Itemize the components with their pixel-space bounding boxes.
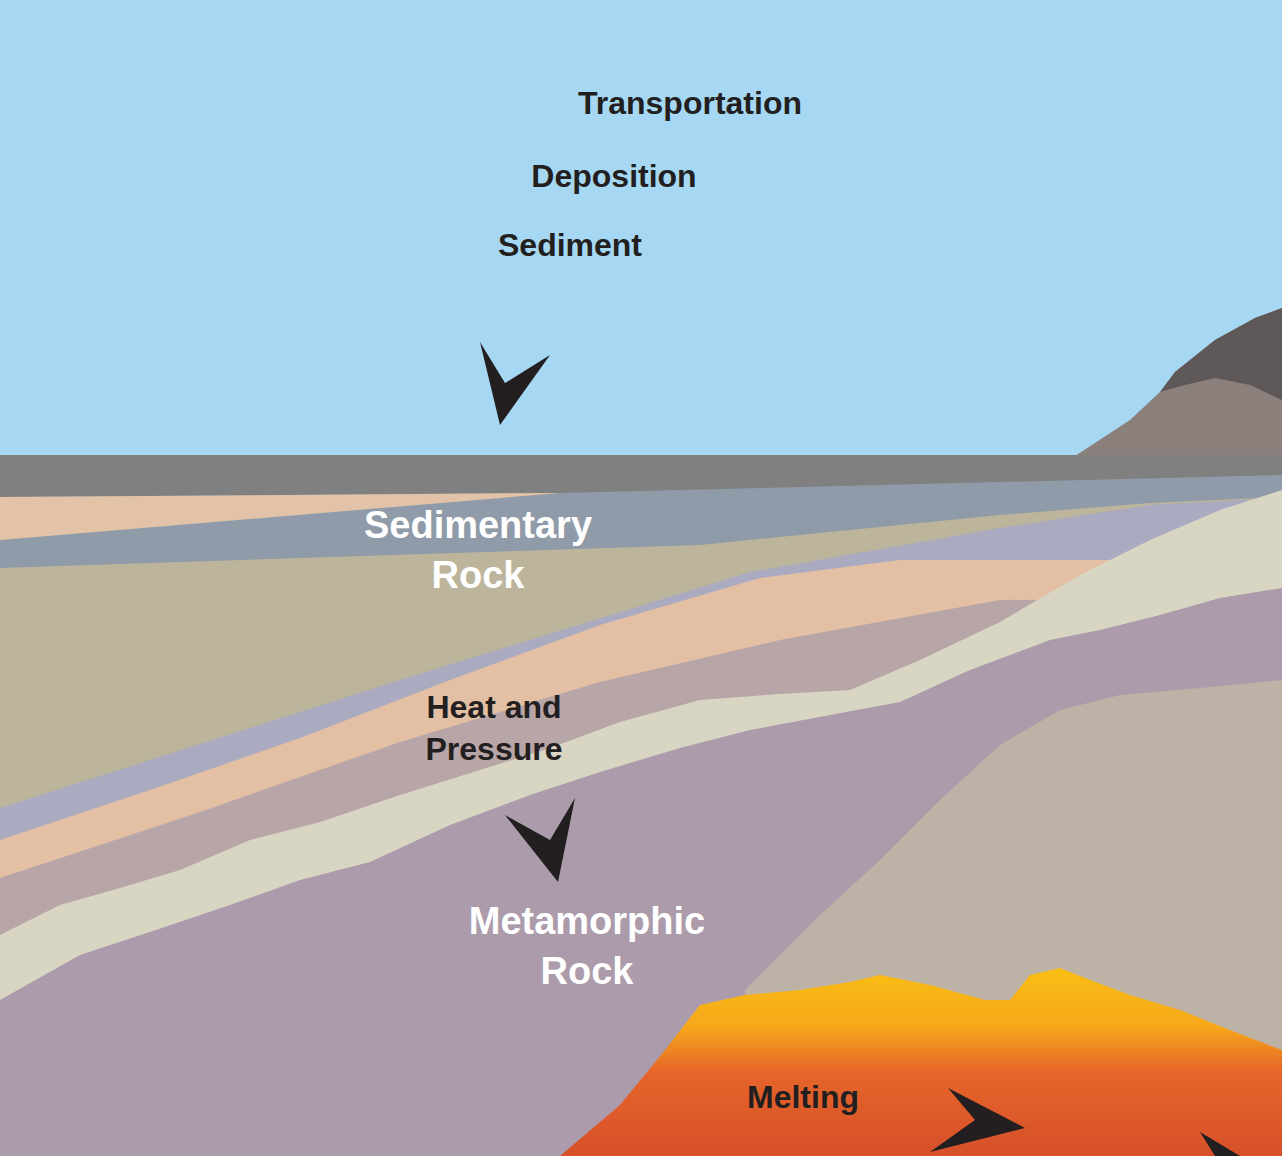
rock-layer (0, 490, 1282, 1156)
rock-layer (0, 560, 1282, 1156)
process-arrow (1200, 1132, 1240, 1156)
process-label: Metamorphic Rock (437, 896, 737, 996)
process-arrow (930, 1088, 1025, 1152)
surface-layer (0, 455, 1282, 1156)
rock-layer (0, 475, 1282, 1156)
metamorphic-layer (0, 588, 1282, 1156)
process-arrow (480, 342, 550, 425)
process-label: Deposition (531, 155, 696, 197)
sky (0, 0, 1282, 456)
magma (560, 968, 1282, 1156)
process-label: Melting (747, 1076, 859, 1118)
process-label: Sediment (498, 224, 642, 266)
process-arrow (505, 798, 575, 882)
mountain (1075, 308, 1282, 456)
process-label: Heat and Pressure (394, 686, 594, 770)
process-label: Sedimentary Rock (338, 500, 618, 600)
mountain-cap (1160, 308, 1282, 400)
process-label: Transportation (578, 82, 802, 124)
